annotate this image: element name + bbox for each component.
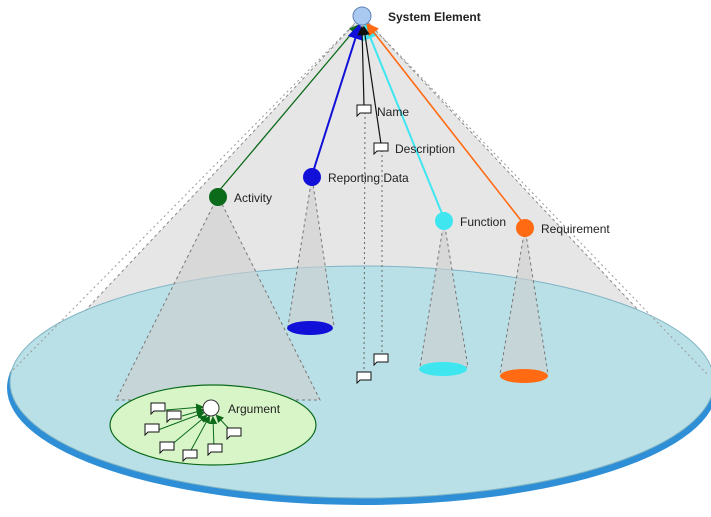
activity-node-icon (209, 188, 227, 206)
system-element-label: System Element (388, 10, 481, 24)
argument-arrow-1 (165, 403, 204, 412)
argument-arrow-4 (169, 414, 208, 447)
argument-document-icon (207, 443, 223, 457)
requirement-arrow (366, 22, 524, 224)
function-node-icon (435, 212, 453, 230)
argument-document-icon (159, 441, 175, 455)
argument-document-icon (166, 410, 182, 424)
argument-cluster (144, 399, 242, 463)
activity-arrow (217, 24, 360, 193)
requirement-node-icon (516, 219, 534, 237)
reporting-data-node-icon (303, 168, 321, 186)
system-element-node-icon (352, 6, 372, 26)
cone-edge-left (7, 15, 363, 376)
reporting-data-cone (287, 176, 335, 327)
argument-document-icon (144, 423, 160, 437)
argument-document-icon (182, 449, 198, 463)
name-arrow (357, 25, 367, 107)
function-cone (419, 220, 469, 368)
requirement-base (500, 369, 548, 383)
argument-arrow-2 (181, 407, 205, 417)
argument-document-icon (226, 427, 242, 441)
name-instance-icon (356, 371, 372, 385)
base-disc (9, 265, 711, 499)
argument-label: Argument (228, 402, 281, 416)
argument-arrow-5 (189, 415, 210, 453)
reporting-data-arrow (312, 23, 363, 173)
name-drop-line (363, 111, 366, 373)
reporting-data-base (287, 321, 333, 335)
function-label: Function (460, 215, 506, 229)
name-label: Name (377, 105, 409, 119)
function-base (419, 362, 467, 376)
name-document-icon (356, 104, 372, 118)
reporting-data-label: Reporting Data (328, 171, 409, 185)
requirement-label: Requirement (541, 222, 610, 236)
function-arrow (363, 23, 444, 217)
description-instance-icon (373, 353, 389, 367)
argument-document-icon (150, 402, 166, 416)
requirement-cone (499, 227, 549, 375)
cone-edge-right (361, 15, 709, 376)
argument-arrow-3 (157, 411, 205, 431)
argument-node-icon (202, 399, 220, 417)
description-document-icon (373, 142, 389, 156)
description-label: Description (395, 142, 455, 156)
activity-label: Activity (234, 191, 272, 205)
description-arrow (360, 25, 382, 145)
argument-arrow-6 (209, 416, 218, 449)
